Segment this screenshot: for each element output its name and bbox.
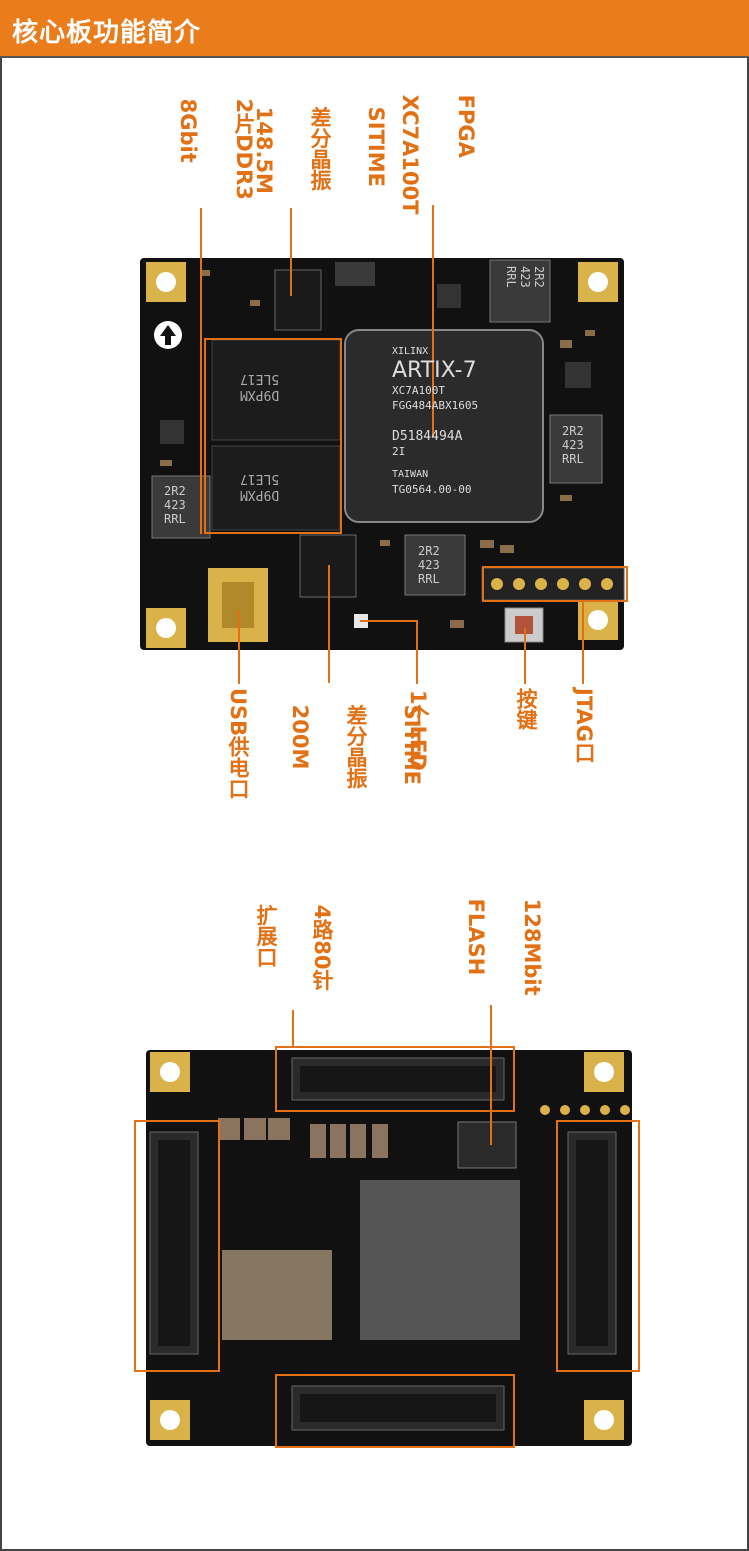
ddr-leader-line (200, 208, 202, 534)
osc1-label-line2: 差分晶振 (308, 106, 332, 191)
osc1-label-line3: 148.5M (252, 106, 276, 194)
chip-rev: 2I (392, 445, 406, 458)
osc1-label: SITIME 差分晶振 148.5M (250, 92, 418, 194)
expansion-leader-line (292, 1010, 294, 1048)
led-leader-line-v (416, 620, 418, 684)
ddr-label-line2: 8Gbit (176, 98, 200, 163)
expansion-box-left (134, 1120, 220, 1372)
key-label: 按键 (514, 688, 538, 730)
led-leader-line-h (360, 620, 418, 622)
flash-leader-line (490, 1005, 492, 1145)
inductor-label: 2R2 423 RRL (418, 544, 440, 586)
expansion-label-line2: 扩展口 (254, 904, 278, 968)
bottom-pcb (146, 1050, 632, 1446)
osc2-leader-line (328, 565, 330, 683)
inductor-label: 2R2 423 RRL (504, 266, 546, 288)
fpga-leader-line (432, 205, 434, 437)
page-title: 核心板功能简介 (12, 18, 202, 48)
inductor-label: 2R2 423 RRL (164, 484, 186, 526)
osc2-label-line2: 差分晶振 (344, 704, 368, 789)
mounting-hole (146, 262, 618, 648)
chip-code: TG0564.00-00 (392, 483, 472, 496)
osc1-leader-line (290, 208, 292, 296)
expansion-label: 4路80针 扩展口 (252, 890, 364, 991)
jtag-leader-line (582, 602, 584, 684)
osc2-label-line3: 200M (288, 704, 312, 770)
expansion-box-top (275, 1046, 515, 1112)
inductor-label: 2R2 423 RRL (562, 424, 584, 466)
fpga-chip-markings: XILINX ARTIX-7 XC7A100T FGG484ABX1605 D5… (366, 344, 526, 497)
chip-lot: D5184494A (392, 429, 463, 444)
fpga-label-line2: XC7A100T (398, 94, 422, 215)
osc2-label-line1: SITIME (400, 704, 424, 785)
header-bar: 核心板功能简介 (0, 0, 749, 58)
flash-label-line2: FLASH (464, 898, 488, 976)
memory-chip-marking: D9PXM 5LE17 (240, 471, 280, 502)
osc1-label-line1: SITIME (364, 106, 388, 187)
osc2-label: SITIME 差分晶振 200M (286, 690, 454, 789)
ddr-highlight-box (204, 338, 342, 534)
expansion-box-right (556, 1120, 640, 1372)
key-leader-line (524, 628, 526, 684)
expansion-box-bottom (275, 1374, 515, 1448)
jtag-highlight-box (482, 566, 628, 602)
flash-label-line1: 128Mbit (520, 898, 544, 996)
chip-brand: XILINX (392, 346, 429, 357)
flash-label: 128Mbit FLASH (462, 884, 574, 996)
chip-family: ARTIX-7 (392, 358, 477, 383)
fpga-label-line1: FPGA (454, 94, 478, 158)
chip-origin: TAIWAN (392, 469, 429, 480)
expansion-label-line1: 4路80针 (310, 904, 334, 991)
memory-chip-marking: D9PXM 5LE17 (240, 371, 280, 402)
ddr-label: 2片DDR3 8Gbit (174, 84, 286, 200)
usb-leader-line (238, 610, 240, 684)
led-label: 1个LED (406, 690, 430, 771)
jtag-label: JTAG口 (572, 688, 596, 763)
fpga-label: FPGA XC7A100T (396, 80, 508, 215)
ddr-label-line1: 2片DDR3 (232, 98, 256, 200)
chip-package: FGG484ABX1605 (392, 399, 479, 412)
chip-part: XC7A100T (392, 384, 445, 397)
usb-label: USB供电口 (226, 688, 250, 800)
